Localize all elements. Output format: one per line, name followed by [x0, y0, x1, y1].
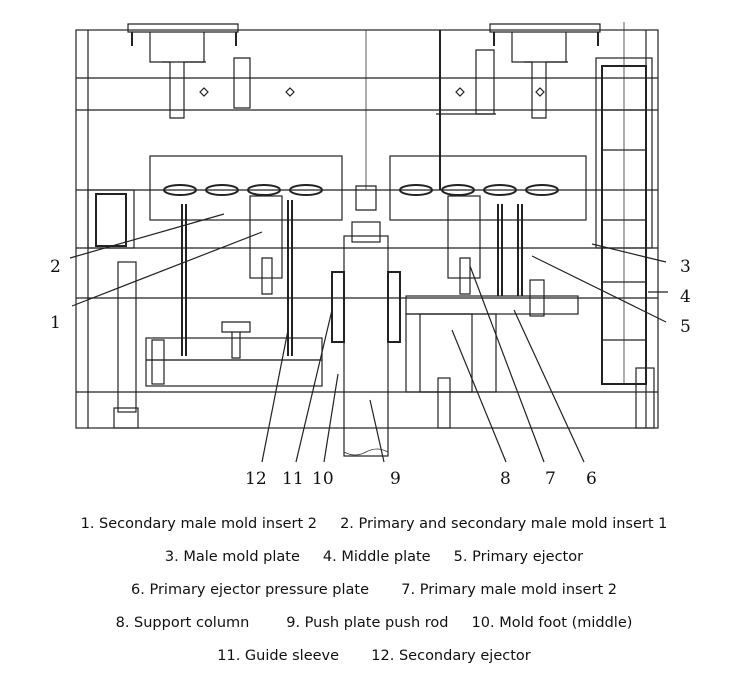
callout-11: 11 [282, 469, 304, 489]
callout-9: 9 [390, 469, 401, 489]
ejector-plates [145, 279, 579, 429]
legend-line-5: 11. Guide sleeve 12. Secondary ejector [217, 648, 531, 664]
mold-assembly-drawing: 1 2 3 4 5 6 7 8 9 10 11 12 [50, 22, 691, 489]
callout-10: 10 [312, 469, 334, 489]
guide-sleeve [331, 271, 401, 343]
callout-5: 5 [680, 317, 691, 337]
leader-lines [69, 213, 668, 463]
callout-6: 6 [586, 469, 597, 489]
right-guide-pillar [595, 22, 655, 429]
push-plate-push-rod [343, 221, 389, 457]
callout-12: 12 [245, 469, 267, 489]
legend-line-1: 1. Secondary male mold insert 2 2. Prima… [80, 516, 668, 532]
top-clamp-details [127, 23, 601, 190]
legend-line-3: 6. Primary ejector pressure plate 7. Pri… [131, 582, 617, 598]
callout-2: 2 [50, 257, 61, 277]
callout-7: 7 [545, 469, 556, 489]
mold-outline [75, 29, 659, 429]
legend-line-2: 3. Male mold plate 4. Middle plate 5. Pr… [164, 549, 584, 565]
legend-line-4: 8. Support column 9. Push plate push rod… [115, 615, 633, 631]
cavity-plates [149, 155, 587, 221]
callout-4: 4 [680, 287, 691, 307]
callout-8: 8 [500, 469, 511, 489]
callout-3: 3 [680, 257, 691, 277]
support-column [419, 313, 473, 393]
male-mold-inserts [249, 195, 481, 295]
callout-1: 1 [50, 313, 61, 333]
molded-parts [163, 184, 559, 211]
